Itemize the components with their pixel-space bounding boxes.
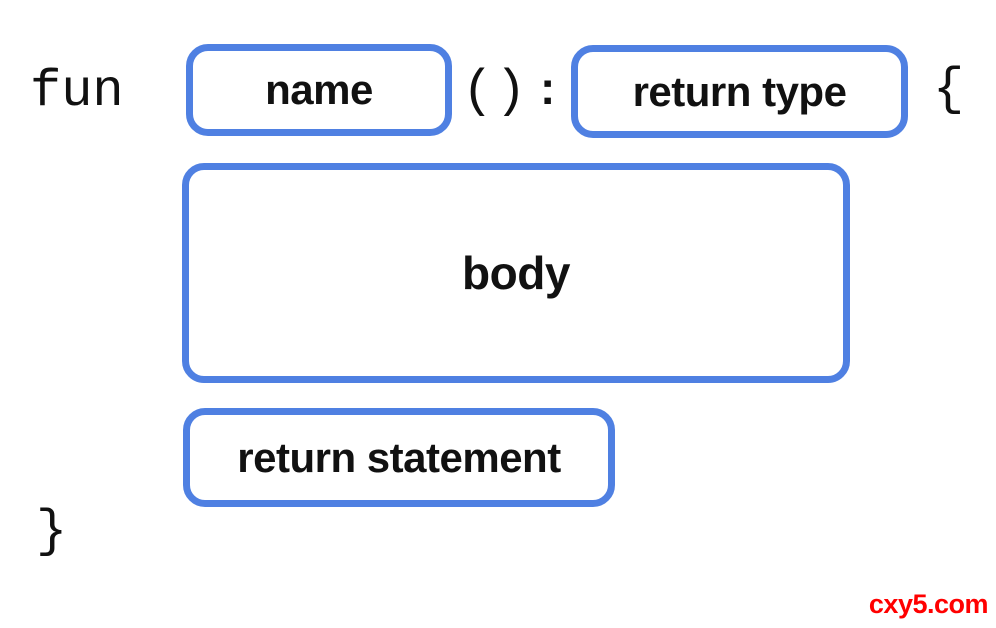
name-placeholder-box: name — [186, 44, 452, 136]
keyword-fun: fun — [30, 62, 124, 121]
return-type-placeholder-box: return type — [571, 45, 908, 138]
return-type-placeholder-label: return type — [632, 67, 847, 115]
return-statement-placeholder-label: return statement — [237, 433, 561, 481]
close-brace-token: } — [36, 502, 68, 561]
open-brace-token: { — [933, 60, 965, 119]
parentheses-token: () — [462, 62, 529, 121]
body-placeholder-box: body — [182, 163, 850, 383]
body-placeholder-label: body — [462, 247, 570, 299]
colon-token: : — [540, 62, 556, 114]
watermark-text: cxy5.com — [868, 589, 989, 619]
return-statement-placeholder-box: return statement — [183, 408, 615, 507]
name-placeholder-label: name — [265, 66, 373, 113]
